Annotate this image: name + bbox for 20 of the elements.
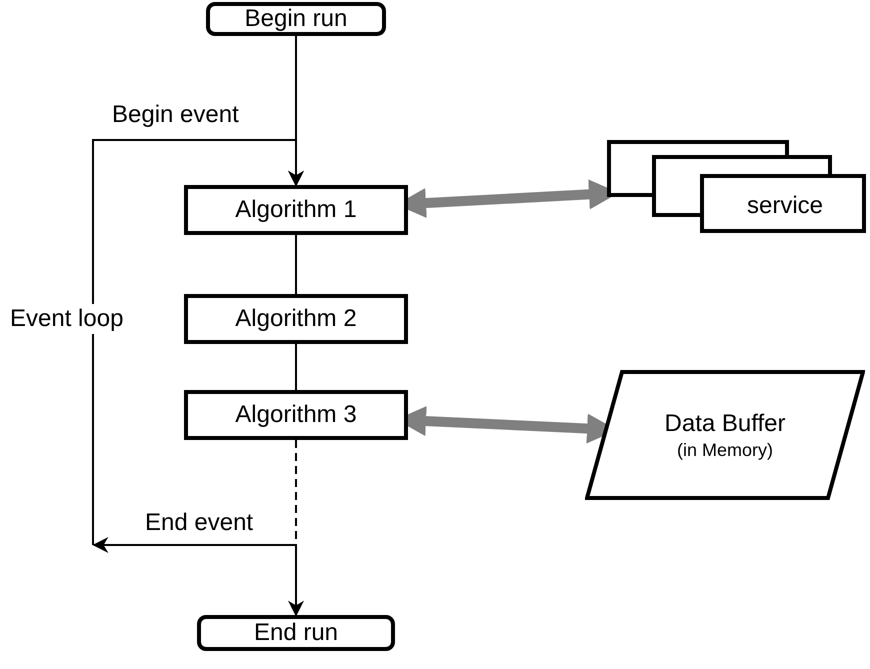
process-box xyxy=(184,185,408,235)
arrow xyxy=(92,139,304,545)
node-text: Algorithm 2 xyxy=(235,304,357,334)
terminal-box xyxy=(197,615,395,651)
node-text: Algorithm 1 xyxy=(235,195,357,225)
node-text: Begin run xyxy=(244,4,348,34)
data-parallelogram xyxy=(585,370,865,500)
connector-line xyxy=(295,235,297,294)
node-text: Algorithm 3 xyxy=(235,400,357,430)
loop-label: Event loop xyxy=(10,304,124,334)
terminal-box xyxy=(206,2,386,36)
node-subtext: (in Memory) xyxy=(676,438,773,462)
node-text: End run xyxy=(254,618,338,648)
connector-line xyxy=(295,344,297,390)
node-text: service xyxy=(746,190,824,220)
node-text: Data Buffer xyxy=(664,408,786,439)
process-box xyxy=(184,390,408,440)
process-box xyxy=(184,294,408,344)
stacked-service-boxes xyxy=(607,140,866,233)
arrow xyxy=(92,440,297,553)
